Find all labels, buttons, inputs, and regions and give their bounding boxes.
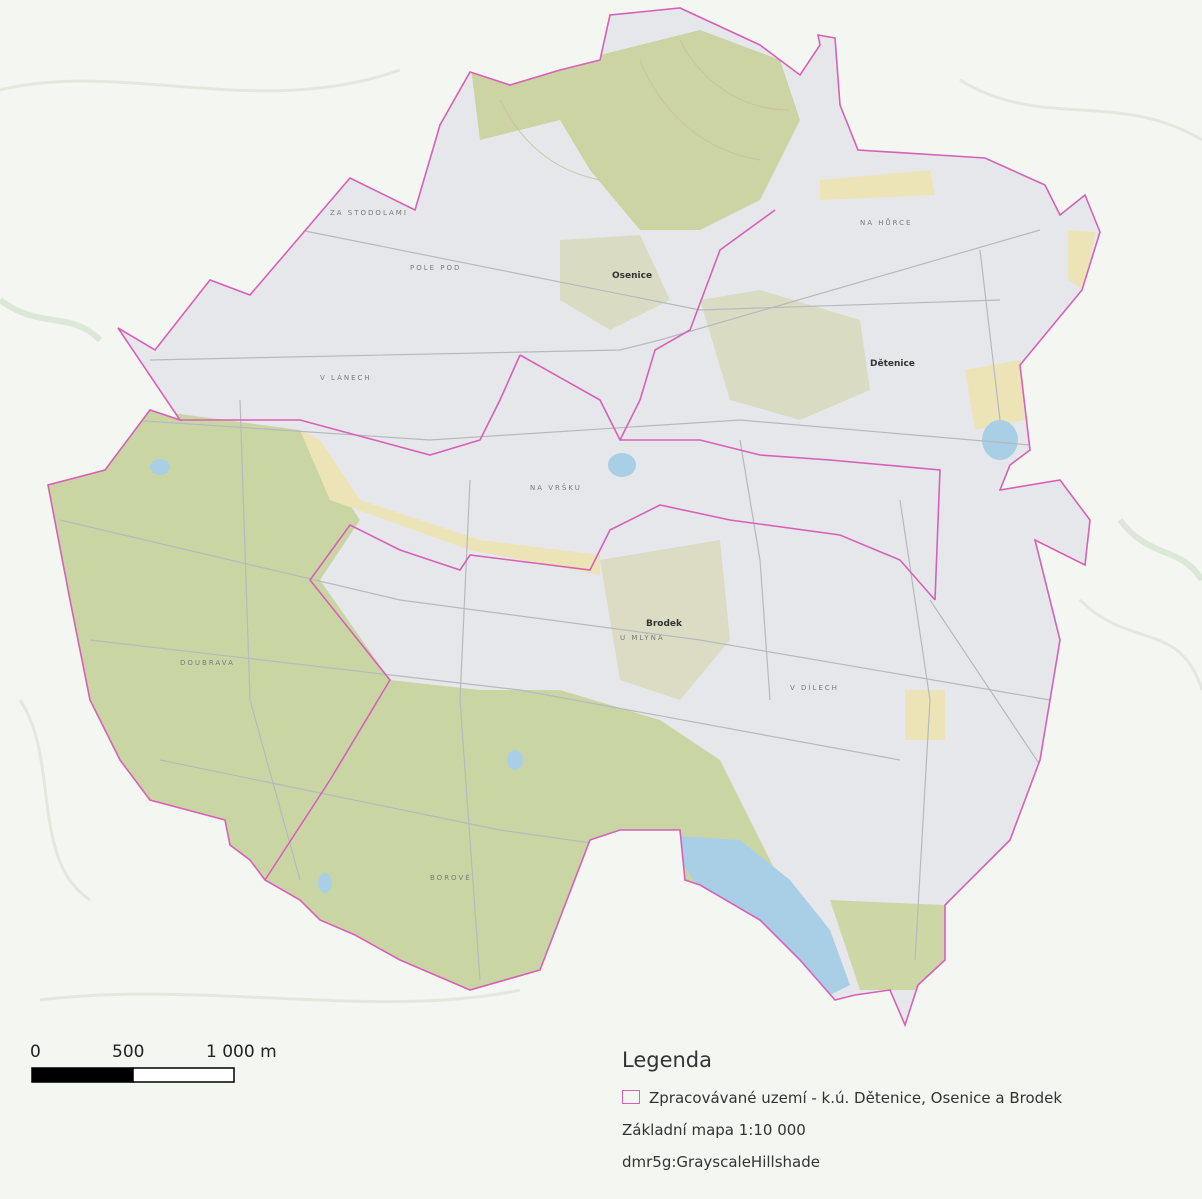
village-detenice (700, 290, 870, 420)
place-labels: Dětenice Osenice Brodek (612, 271, 915, 629)
meadow-strip (300, 430, 600, 575)
scale-bar (31, 1067, 235, 1083)
forest-north (470, 30, 800, 230)
place-label-osenice: Osenice (612, 271, 652, 281)
place-label-detenice: Dětenice (870, 358, 915, 369)
legend-item-label: dmr5g:GrayscaleHillshade (622, 1153, 820, 1171)
cadastral-boundaries (47, 7, 1101, 1026)
scale-tick-1000: 1 000 m (206, 1042, 277, 1062)
village-brodek (600, 540, 730, 700)
legend-item-hillshade: dmr5g:GrayscaleHillshade (620, 1146, 1200, 1178)
reservoir (665, 835, 850, 995)
legend-title: Legenda (622, 1048, 713, 1072)
place-label-brodek: Brodek (646, 619, 683, 629)
legend-item-label: Zpracovávané uzemí - k.ú. Dětenice, Osen… (649, 1089, 1063, 1107)
svg-text:ZA STODOLAMI: ZA STODOLAMI (330, 209, 408, 217)
village-osenice (560, 235, 670, 330)
svg-text:U MLÝNA: U MLÝNA (620, 633, 665, 642)
scale-tick-500: 500 (112, 1042, 145, 1062)
legend: Legenda Zpracovávané uzemí - k.ú. Děteni… (620, 1048, 1200, 1178)
scale-tick-0: 0 (30, 1042, 41, 1062)
legend-item-boundary: Zpracovávané uzemí - k.ú. Dětenice, Osen… (620, 1082, 1200, 1114)
svg-text:V DÍLECH: V DÍLECH (790, 683, 839, 692)
svg-text:V LÁNECH: V LÁNECH (320, 373, 372, 382)
boundary-swatch-icon (622, 1090, 640, 1104)
field-name-labels: ZA STODOLAMI POLE POD V LÁNECH NA VRŠKU … (180, 209, 912, 882)
svg-text:DOUBRAVA: DOUBRAVA (180, 659, 235, 667)
svg-text:NA VRŠKU: NA VRŠKU (530, 483, 582, 492)
svg-text:BOROVÉ: BOROVÉ (430, 873, 472, 882)
svg-text:POLE POD: POLE POD (410, 264, 461, 272)
legend-item-basemap: Základní mapa 1:10 000 (620, 1114, 1200, 1146)
forest-southeast (830, 900, 945, 990)
svg-text:NA HŮRCE: NA HŮRCE (860, 218, 912, 227)
legend-item-label: Základní mapa 1:10 000 (622, 1121, 806, 1139)
